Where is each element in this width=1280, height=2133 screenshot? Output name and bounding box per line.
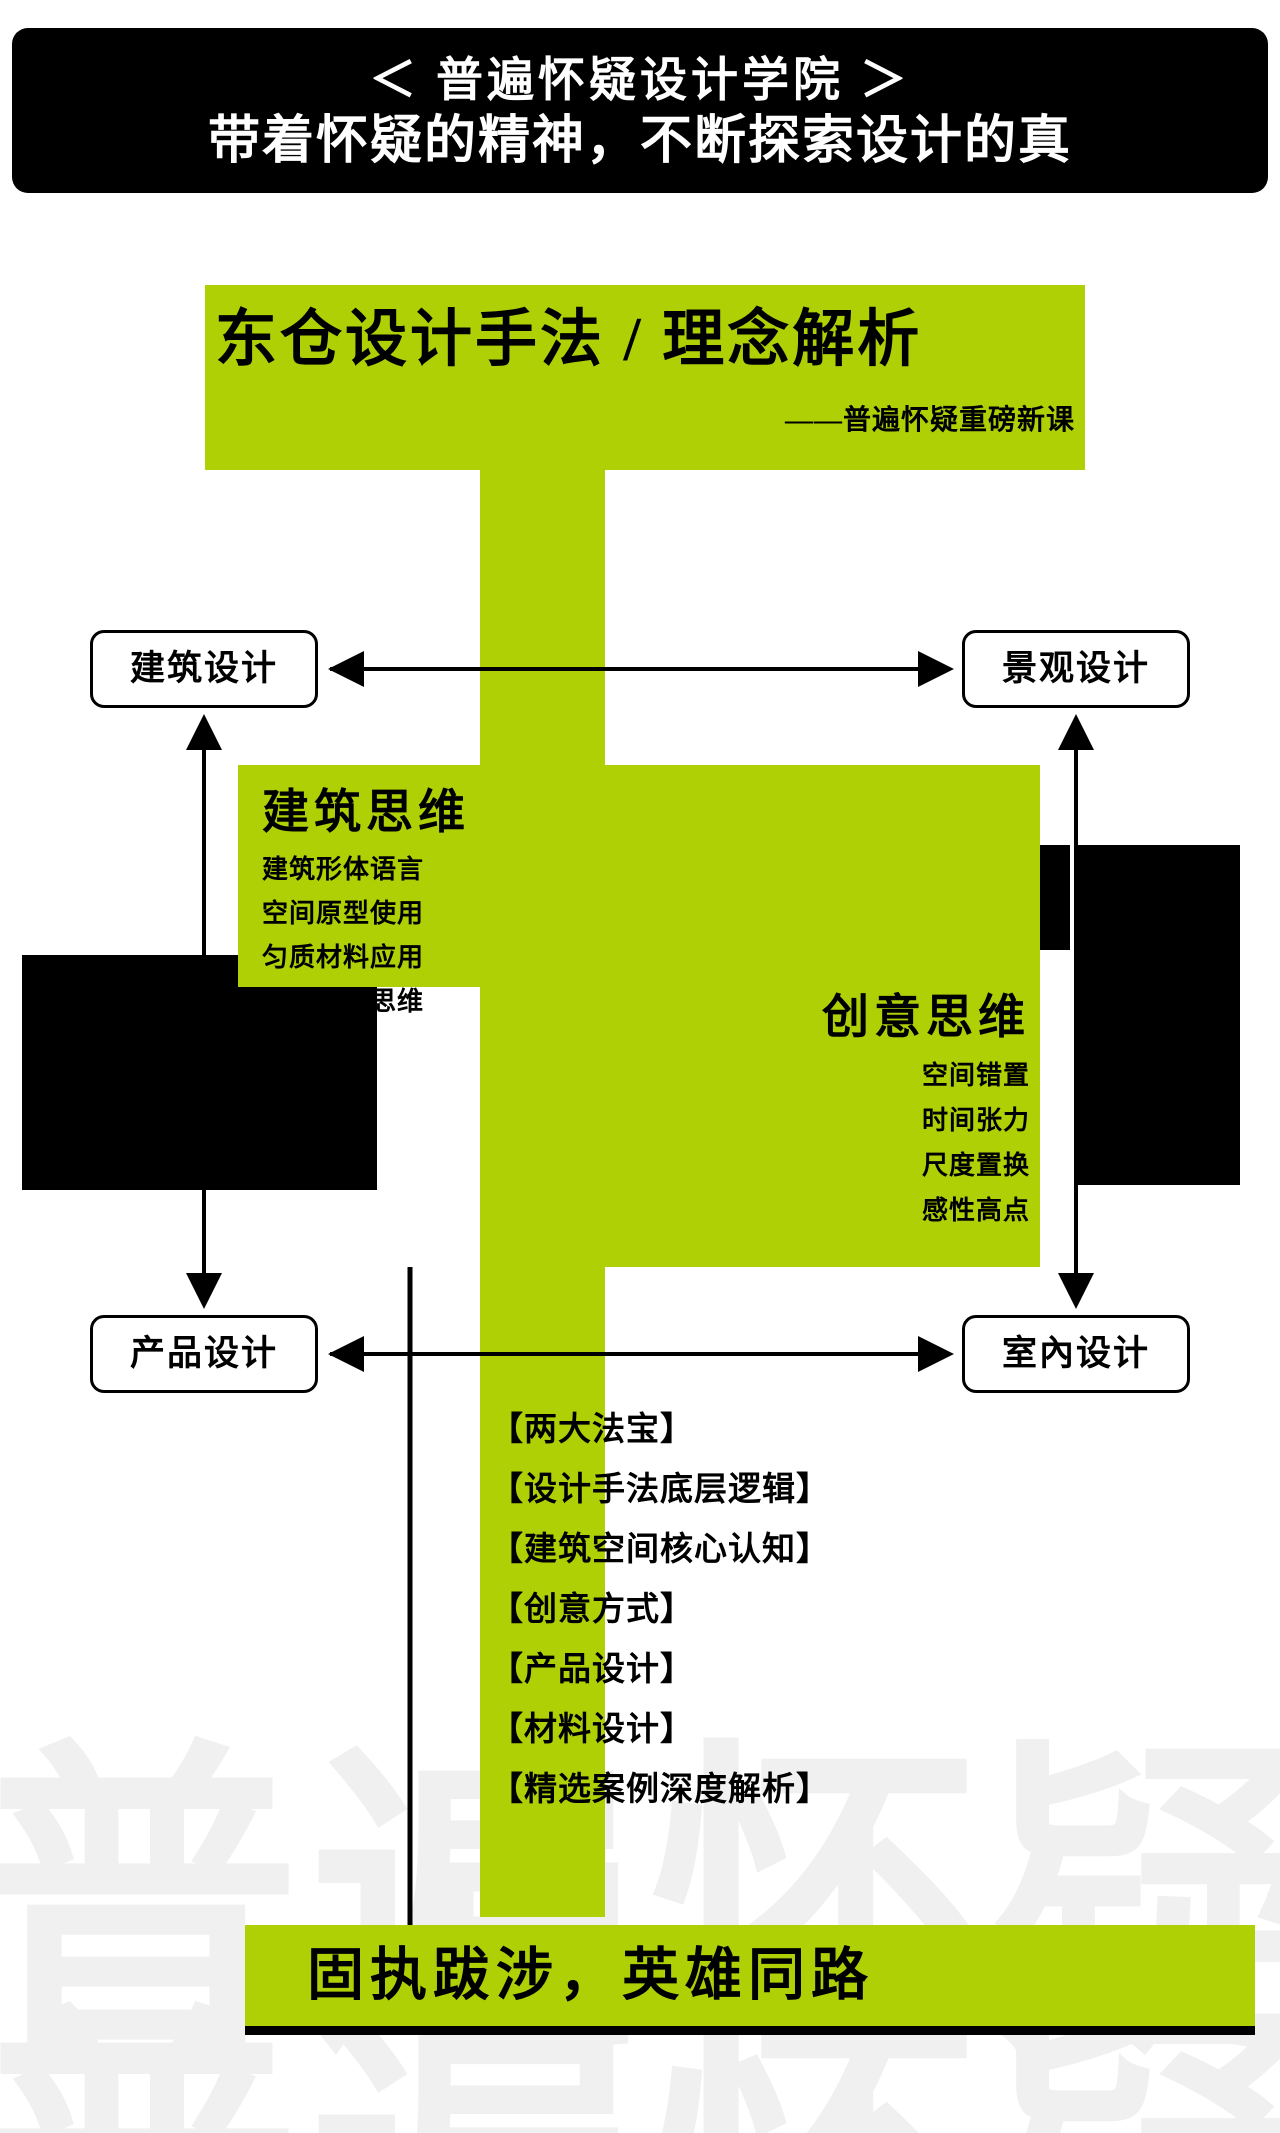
header-tagline: 带着怀疑的精神，不断探索设计的真 <box>207 112 1072 170</box>
block-architectural-thinking-item-1: 空间原型使用 <box>262 899 425 928</box>
curriculum-item-6: 【精选案例深度解析】 <box>490 1772 830 1808</box>
node-architecture-design-label: 建筑设计 <box>129 649 278 688</box>
curriculum-item-4: 【产品设计】 <box>490 1652 694 1688</box>
node-interior-design[interactable]: 室內设计 <box>962 1315 1190 1393</box>
block-architectural-thinking-item-2: 匀质材料应用 <box>262 943 425 972</box>
page-title: 东仓设计手法 / 理念解析 <box>215 306 923 374</box>
block-creative-thinking-heading: 创意思维 <box>822 992 1030 1044</box>
green-stem-lower <box>480 1267 605 1917</box>
curriculum-item-1: 【设计手法底层逻辑】 <box>490 1472 830 1508</box>
block-architectural-thinking-heading: 建筑思维 <box>262 787 470 839</box>
curriculum-item-0: 【两大法宝】 <box>490 1412 694 1448</box>
decorative-black-rect-right <box>1075 845 1240 1185</box>
green-panel-creative-thinking <box>480 987 1040 1267</box>
block-creative-thinking-item-1: 时间张力 <box>921 1106 1030 1135</box>
green-panel-middle <box>480 765 1040 987</box>
block-creative-thinking-item-2: 尺度置换 <box>921 1151 1030 1180</box>
block-architectural-thinking-item-0: 建筑形体语言 <box>262 855 425 884</box>
curriculum-item-5: 【材料设计】 <box>490 1712 694 1748</box>
node-architecture-design[interactable]: 建筑设计 <box>90 630 318 708</box>
footer-slogan: 固执跋涉，英雄同路 <box>307 1943 874 2007</box>
block-creative-thinking-item-0: 空间错置 <box>921 1061 1030 1090</box>
footer-banner: 固执跋涉，英雄同路 <box>245 1925 1255 2035</box>
curriculum-item-2: 【建筑空间核心认知】 <box>490 1532 830 1568</box>
decorative-black-rect-left <box>22 955 377 1190</box>
node-interior-design-label: 室內设计 <box>1001 1334 1150 1373</box>
block-creative-thinking-item-3: 感性高点 <box>921 1196 1030 1225</box>
block-architectural-thinking-item-3: 产品设计思维 <box>262 987 425 1016</box>
curriculum-bracket-list: 【两大法宝】 【设计手法底层逻辑】 【建筑空间核心认知】 【创意方式】 【产品设… <box>490 1400 830 1820</box>
green-title-band <box>205 285 1085 470</box>
block-architectural-thinking: 建筑思维 建筑形体语言 空间原型使用 匀质材料应用 产品设计思维 <box>262 785 470 1017</box>
block-creative-thinking: 创意思维 空间错置 时间张力 尺度置换 感性高点 <box>560 990 1030 1226</box>
node-landscape-design-label: 景观设计 <box>1001 649 1150 688</box>
node-product-design[interactable]: 产品设计 <box>90 1315 318 1393</box>
node-landscape-design[interactable]: 景观设计 <box>962 630 1190 708</box>
curriculum-item-3: 【创意方式】 <box>490 1592 694 1628</box>
header-banner: ＜ 普遍怀疑设计学院 ＞ 带着怀疑的精神，不断探索设计的真 <box>12 28 1268 193</box>
header-institution-name: ＜ 普遍怀疑设计学院 ＞ <box>369 54 911 107</box>
green-stem-upper <box>480 470 605 765</box>
node-product-design-label: 产品设计 <box>129 1334 278 1373</box>
page-subtitle: ——普遍怀疑重磅新课 <box>784 405 1075 436</box>
